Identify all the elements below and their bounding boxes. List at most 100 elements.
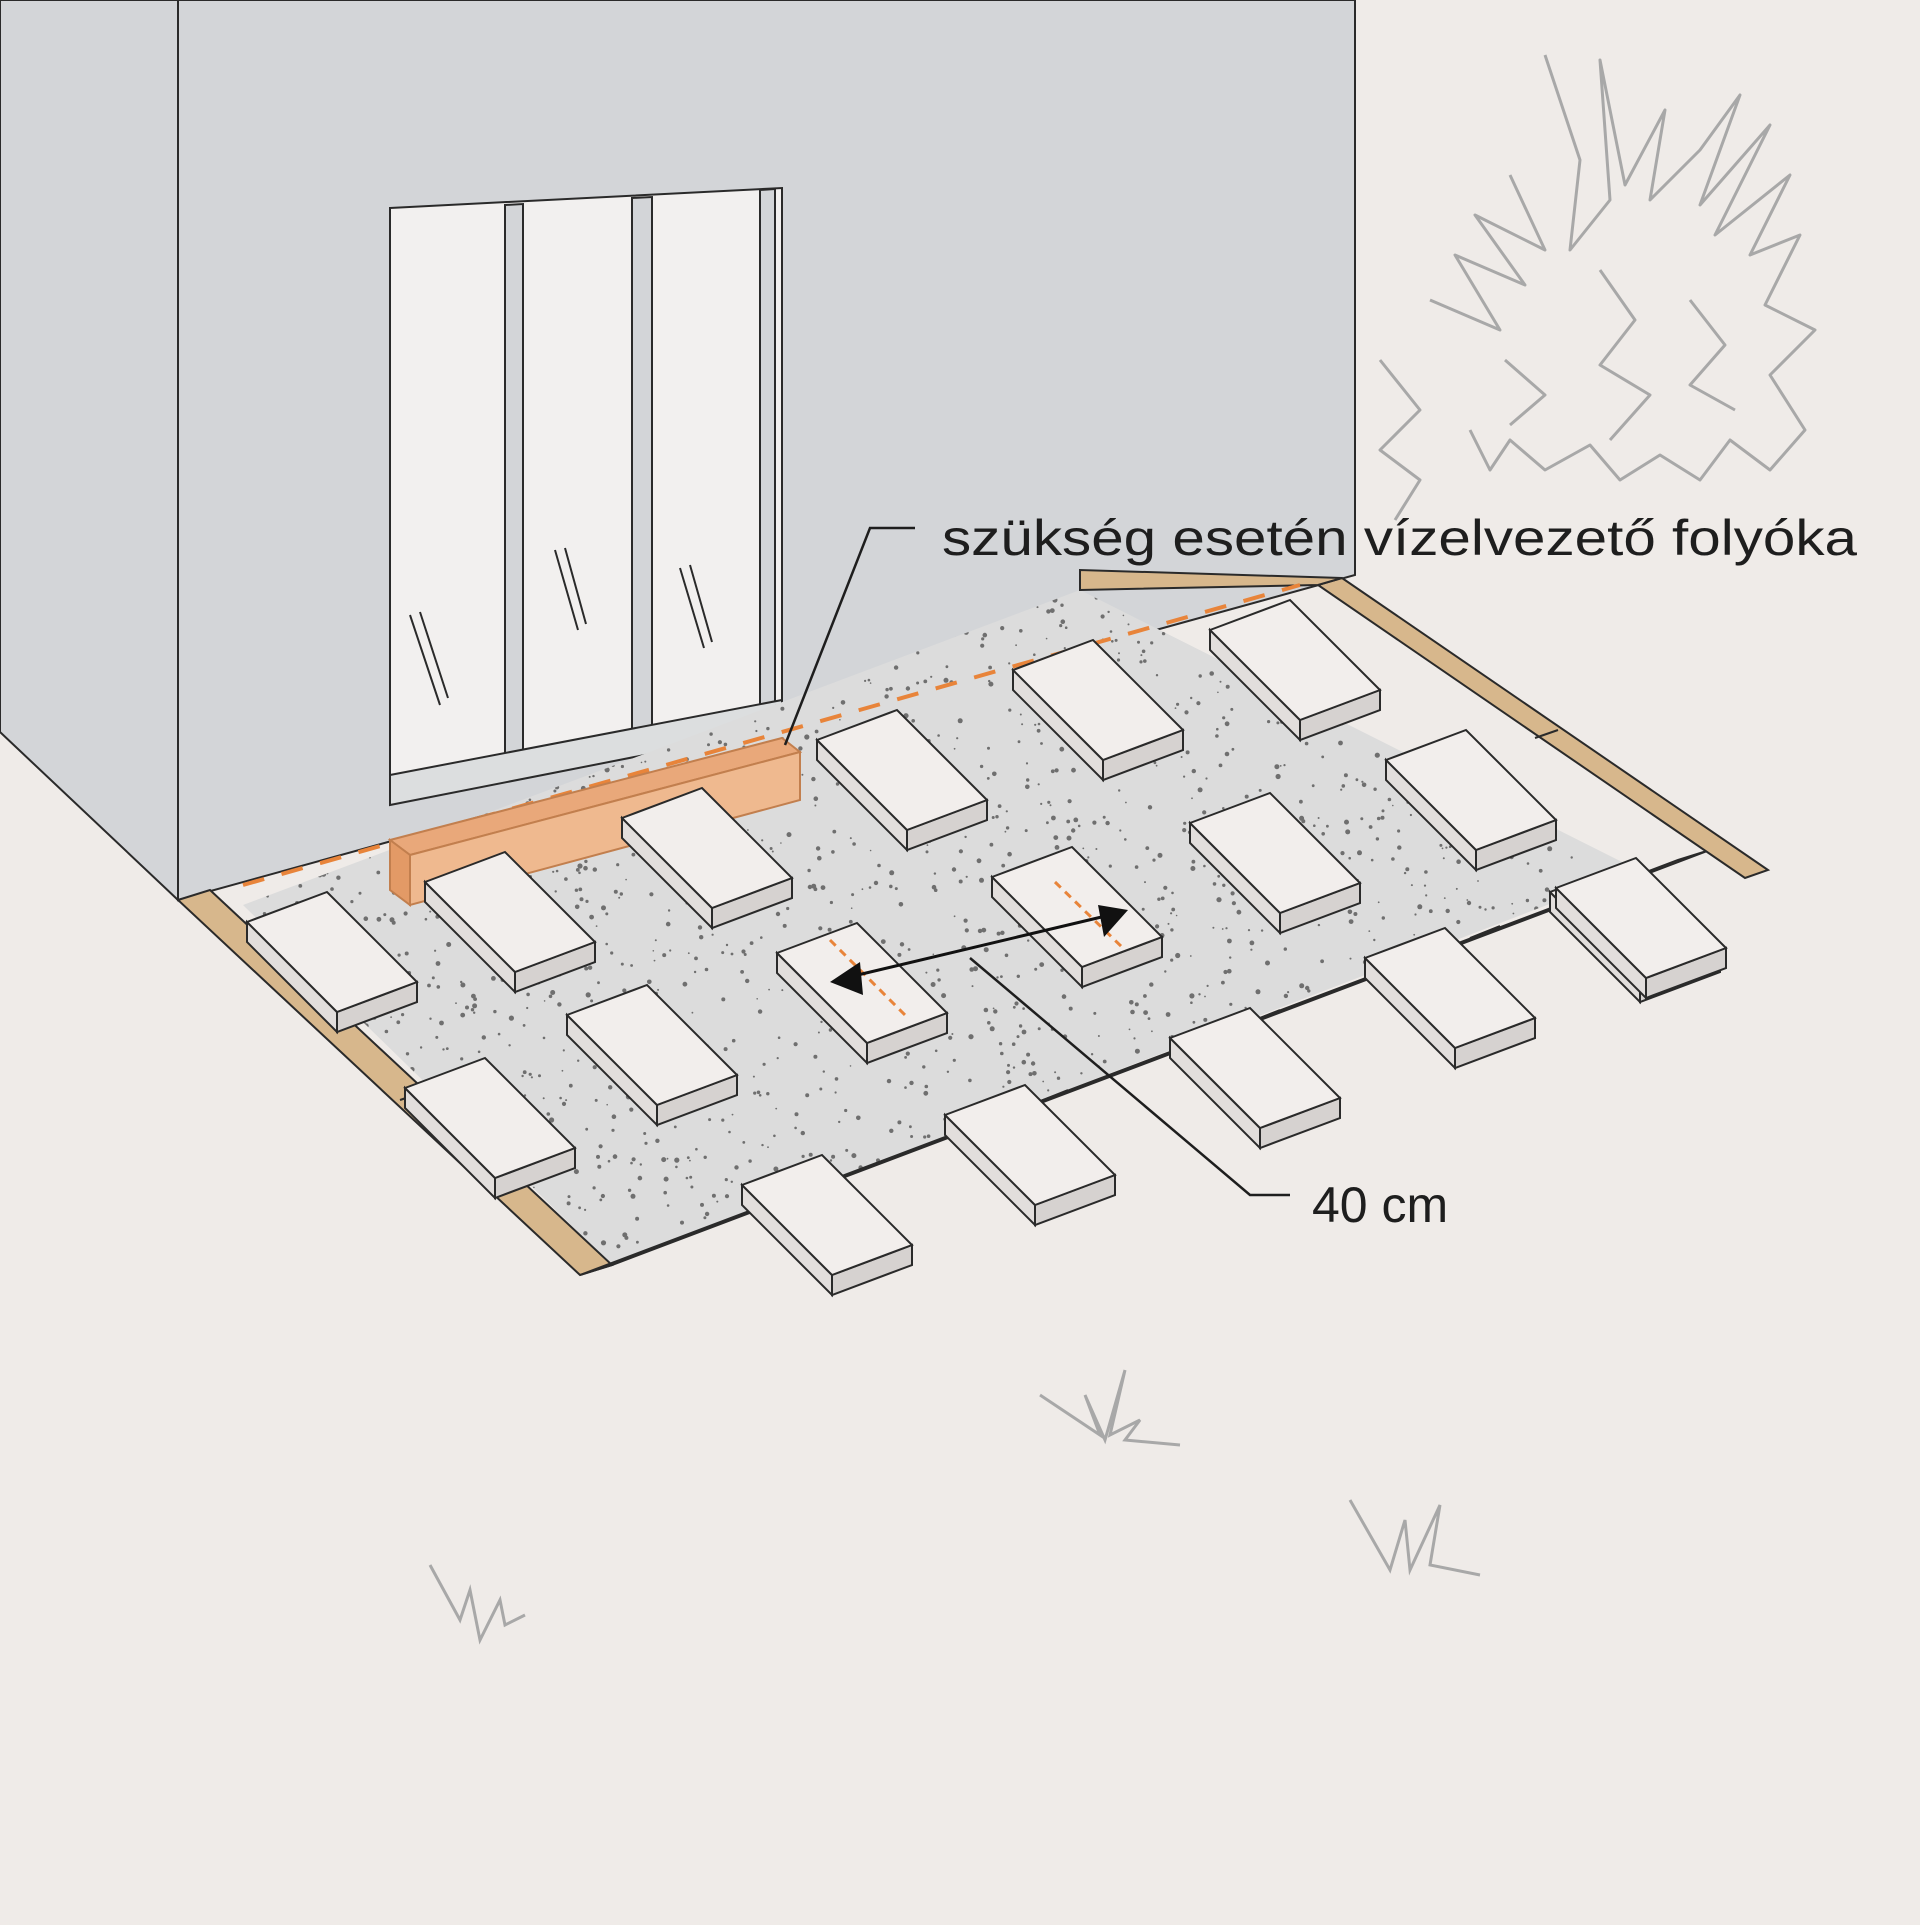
gravel-speck [639,1163,642,1166]
gravel-speck [1160,896,1165,901]
gravel-speck [1512,912,1515,915]
gravel-speck [925,850,929,854]
gravel-speck [1189,955,1192,957]
gravel-speck [1250,948,1253,951]
gravel-speck [1299,815,1305,821]
gravel-speck [1355,778,1359,782]
gravel-speck [390,1016,392,1018]
concrete-pad [565,983,739,1128]
gravel-speck [1357,850,1362,856]
gravel-speck [916,651,920,655]
gravel-speck [1014,1001,1019,1006]
gravel-speck [945,665,949,669]
gravel-speck [755,729,758,733]
gravel-speck [429,910,432,913]
gravel-speck [1222,716,1226,720]
gravel-speck [1175,952,1181,959]
gravel-speck [521,1074,524,1078]
gravel-speck [976,858,982,864]
gravel-speck [1204,995,1206,998]
gravel-speck [350,900,354,904]
gravel-speck [597,1164,602,1169]
gravel-speck [1060,603,1064,607]
gravel-speck [1198,993,1201,996]
gravel-speck [904,1056,907,1059]
gravel-speck [1005,810,1008,813]
gravel-speck [598,1144,603,1149]
gravel-speck [577,863,583,869]
gravel-speck [771,850,774,853]
gravel-speck [584,859,588,864]
gravel-speck [1227,968,1232,974]
gravel-speck [834,1091,837,1094]
gravel-speck [766,726,770,731]
gravel-speck [1347,909,1353,915]
gravel-speck [594,1098,598,1102]
gravel-speck [1215,734,1219,738]
gravel-speck [401,1013,405,1017]
gravel-speck [873,880,879,886]
gravel-speck [748,1159,752,1163]
gravel-speck [1392,804,1394,807]
gravel-speck [721,997,726,1002]
gravel-speck [1049,608,1055,613]
gravel-speck [1341,784,1346,788]
gravel-speck [762,1062,766,1066]
gravel-speck [1137,640,1140,644]
pad-center-line [1053,880,1127,952]
gravel-speck [1040,802,1043,806]
gravel-speck [868,886,872,889]
gravel-speck [1466,900,1472,906]
gravel-speck [396,1020,401,1025]
gravel-speck [1012,1066,1016,1069]
gravel-speck [704,1211,710,1217]
concrete-pad [1188,791,1362,936]
gravel-speck [1374,752,1380,758]
concrete-pad [1011,638,1185,783]
gravel-speck [470,1008,475,1012]
gravel-speck [1155,924,1160,929]
gravel-speck [728,1130,731,1134]
gravel-speck [761,1143,764,1147]
gravel-speck [1036,606,1039,609]
gravel-speck [1445,846,1448,849]
gravel-speck [592,867,597,872]
gravel-speck [1067,799,1072,804]
gravel-speck [965,875,968,878]
gravel-speck [1107,610,1110,614]
gravel-speck [723,742,728,747]
gravel-speck [427,983,431,988]
gravel-speck [1344,819,1349,825]
gravel-speck [653,959,656,962]
pad-top-face [423,850,597,974]
gravel-speck [1287,991,1290,994]
gravel-speck [376,916,382,922]
gravel-speck [583,865,588,871]
gravel-speck [1376,816,1381,821]
drain-channel-end [389,838,411,907]
pad-top-face [565,983,739,1107]
gravel-speck [600,1193,606,1199]
gravel-speck [493,1009,497,1014]
gravel-speck [987,746,990,750]
gravel-speck [630,1161,633,1165]
gravel-speck [1049,804,1052,807]
gravel-speck [916,681,920,685]
gravel-speck [1047,800,1051,804]
gravel-speck [1037,722,1041,726]
gravel-speck [766,1092,770,1096]
gravel-speck [588,775,591,778]
concrete-pad [943,1083,1117,1228]
gravel-speck [1397,829,1401,833]
gravel-speck [946,1070,950,1074]
gravel-speck [522,1024,526,1027]
gravel-speck [460,1057,464,1061]
gravel-speck [1361,782,1367,788]
gravel-speck [1157,852,1163,858]
gravel-speck [578,887,583,892]
gravel-speck [1024,829,1028,833]
gravel-speck [613,889,618,894]
gravel-speck [933,888,938,892]
gravel-speck [1212,926,1215,929]
